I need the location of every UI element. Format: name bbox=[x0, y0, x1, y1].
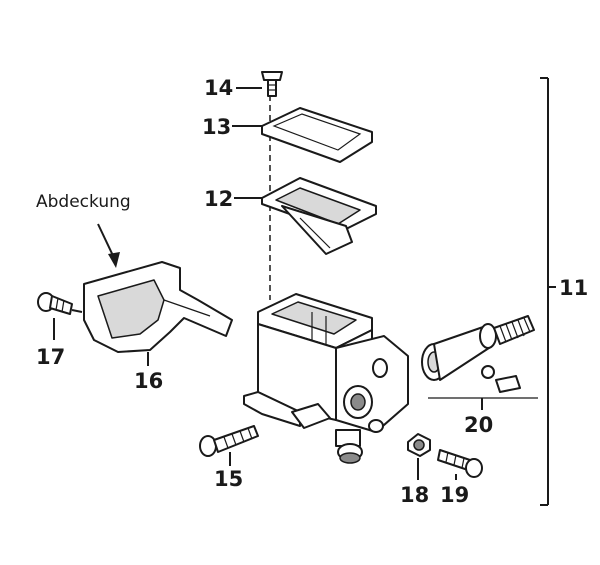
part-15-bolt bbox=[199, 425, 259, 466]
label-part-11: 11 bbox=[559, 276, 588, 300]
annotation-pointer bbox=[97, 223, 120, 268]
abdeckung-annotation: Abdeckung bbox=[36, 192, 131, 212]
part-17-screw bbox=[37, 292, 83, 340]
part-20-piston bbox=[421, 315, 535, 393]
label-part-12: 12 bbox=[204, 187, 233, 211]
part-18-nut bbox=[407, 433, 431, 480]
part-19-bolt bbox=[437, 449, 483, 480]
label-part-20: 20 bbox=[464, 413, 493, 437]
label-part-16: 16 bbox=[134, 369, 163, 393]
part-11-housing bbox=[243, 293, 409, 464]
label-part-13: 13 bbox=[202, 115, 231, 139]
part-16-guard-cover bbox=[83, 261, 233, 366]
sub-bracket-20 bbox=[428, 397, 538, 410]
part-12-diaphragm bbox=[234, 177, 377, 255]
label-part-14: 14 bbox=[204, 76, 233, 100]
assembly-bracket-11 bbox=[540, 77, 556, 506]
part-14-screw bbox=[236, 71, 283, 97]
label-part-15: 15 bbox=[214, 467, 243, 491]
label-part-17: 17 bbox=[36, 345, 65, 369]
label-part-19: 19 bbox=[440, 483, 469, 507]
label-part-18: 18 bbox=[400, 483, 429, 507]
part-13-cover bbox=[232, 107, 373, 163]
